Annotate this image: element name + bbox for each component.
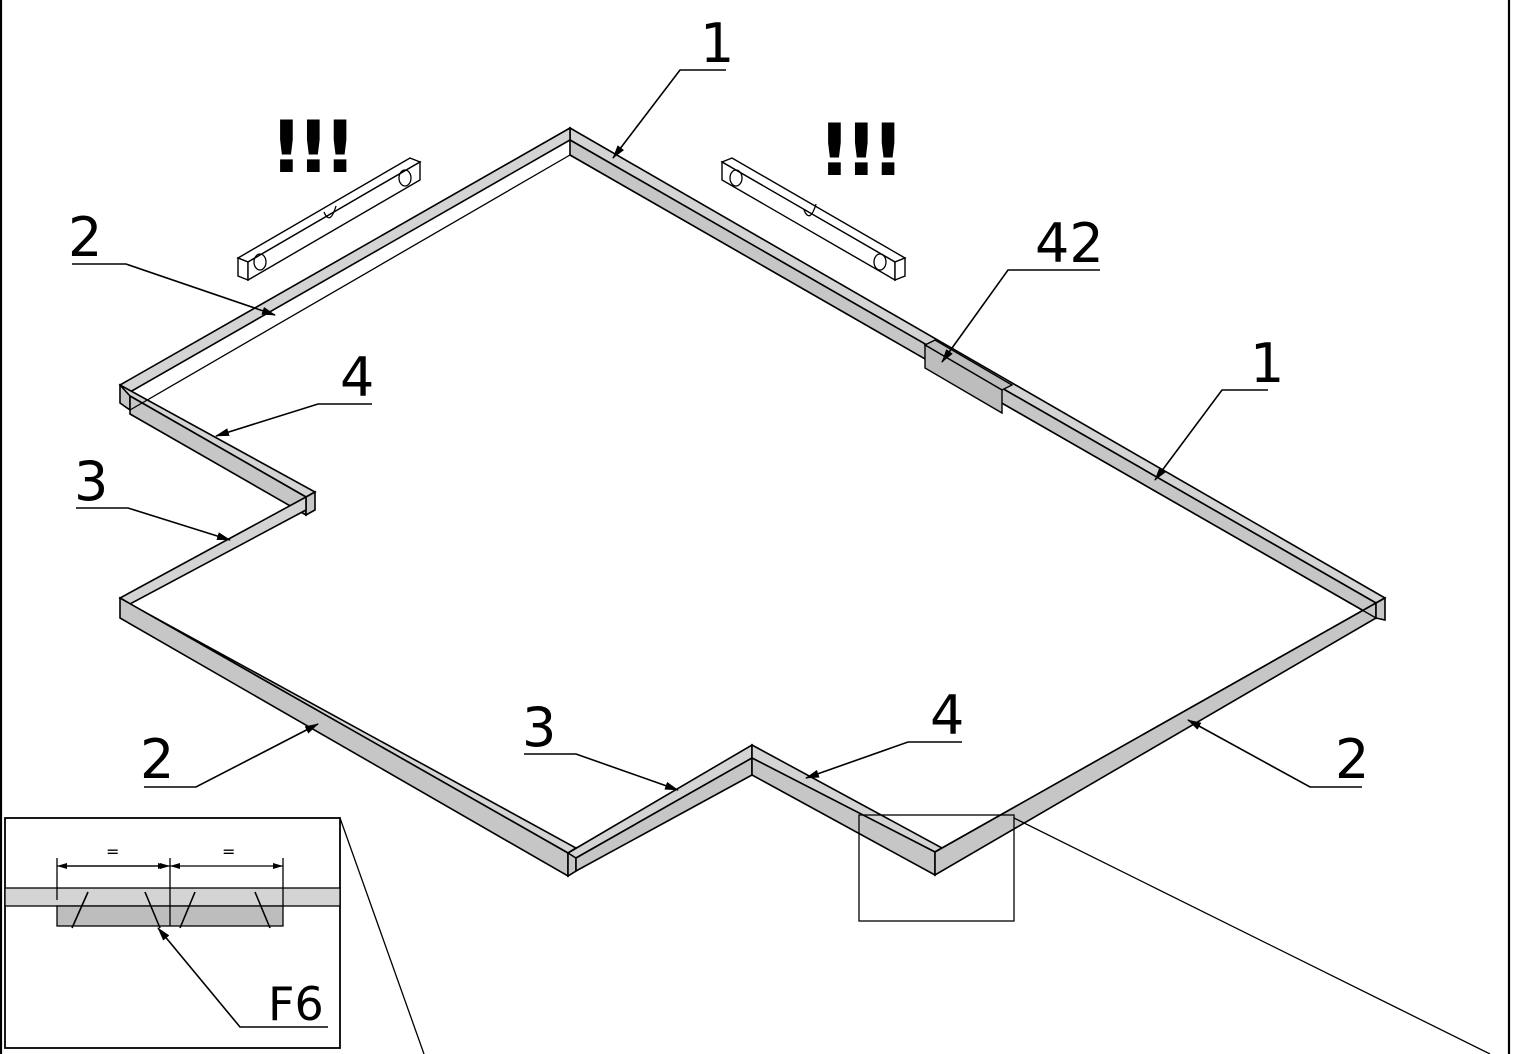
beam-2-bottom-left xyxy=(119,596,578,878)
callout-part-2-bottom-right: 2 xyxy=(1187,719,1369,791)
beam-2-bottom-right xyxy=(934,596,1386,877)
callout-fastener-f6: F6 xyxy=(268,977,324,1031)
detail-leader-line xyxy=(339,817,425,1054)
callout-part-4-bottom: 4 xyxy=(805,684,964,779)
svg-text:2: 2 xyxy=(1335,728,1369,791)
callout-part-4-left: 4 xyxy=(215,346,374,437)
warning-mark-left: !!! xyxy=(270,105,351,189)
svg-text:1: 1 xyxy=(700,12,734,75)
frame-assembly xyxy=(118,126,1387,878)
svg-text:3: 3 xyxy=(522,696,556,759)
svg-text:4: 4 xyxy=(930,684,964,747)
callout-part-2-bottom-left: 2 xyxy=(140,723,319,791)
detail-view: = = F6 xyxy=(4,817,341,1049)
spirit-level-right xyxy=(720,157,907,282)
spirit-level-left xyxy=(236,157,422,282)
warning-mark-right: !!! xyxy=(818,108,899,192)
beam-4-left-notch xyxy=(119,384,317,517)
svg-text:1: 1 xyxy=(1250,332,1284,395)
beam-3-bottom-notch xyxy=(566,743,753,873)
callout-part-2-top-left: 2 xyxy=(68,206,276,316)
dimension-equal-left: = xyxy=(106,842,119,861)
callout-part-42: 42 xyxy=(941,212,1104,363)
beam-4-bottom-notch xyxy=(751,743,944,877)
beam-3-left-notch xyxy=(118,495,307,605)
svg-text:42: 42 xyxy=(1035,212,1104,275)
svg-text:2: 2 xyxy=(68,206,102,269)
callout-part-3-bottom: 3 xyxy=(522,696,679,791)
callout-part-1-right: 1 xyxy=(1154,332,1284,481)
svg-text:4: 4 xyxy=(340,346,374,409)
svg-text:3: 3 xyxy=(74,450,108,513)
dimension-equal-right: = xyxy=(222,842,235,861)
callout-part-3-left: 3 xyxy=(74,450,231,541)
detail-reference-box xyxy=(858,814,1491,1054)
svg-text:2: 2 xyxy=(140,728,174,791)
callout-part-1-top: 1 xyxy=(612,12,734,159)
